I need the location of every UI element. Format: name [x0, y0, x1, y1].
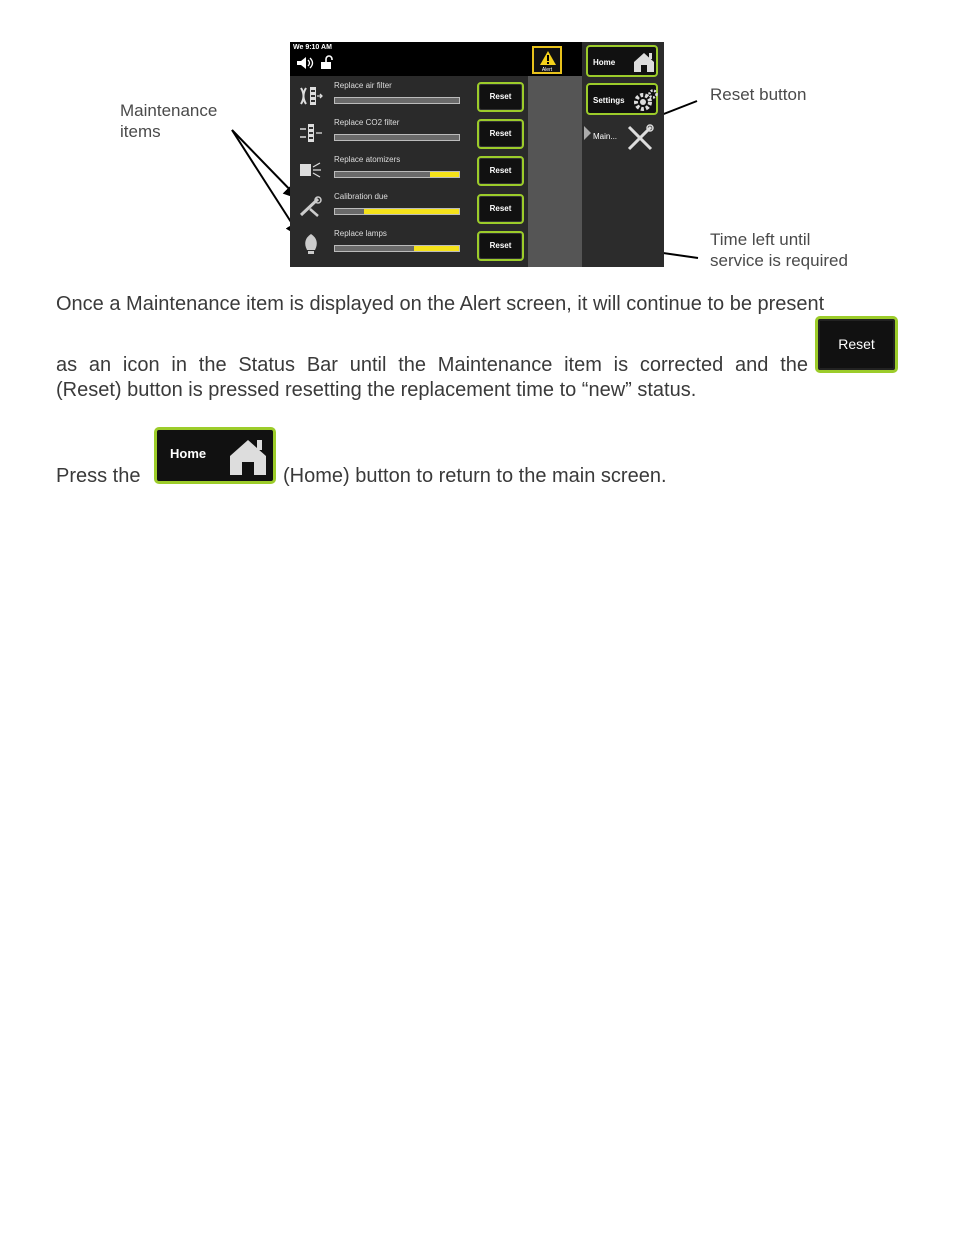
settings-button[interactable]: Settings	[586, 83, 658, 115]
reset-button[interactable]: Reset	[477, 82, 524, 112]
item-label: Calibration due	[334, 192, 388, 201]
maint-label: Main...	[593, 132, 618, 141]
maintenance-item: Replace air filter	[290, 78, 530, 115]
paragraph-line-1: Once a Maintenance item is displayed on …	[56, 293, 825, 315]
selected-indicator	[584, 126, 591, 140]
house-icon	[230, 440, 266, 475]
maintenance-item: Calibration due	[290, 189, 530, 226]
inline-reset-button: Reset	[815, 316, 898, 373]
atomizer-icon	[300, 162, 321, 178]
callout-reset-button: Reset button	[710, 85, 807, 104]
maintenance-item: Replace lamps	[290, 226, 530, 263]
settings-label: Settings	[593, 96, 625, 105]
reset-button[interactable]: Reset	[477, 119, 524, 149]
warning-icon	[540, 51, 556, 65]
tools-icon[interactable]	[626, 124, 654, 152]
item-label: Replace air filter	[334, 81, 392, 90]
side-nav: Home Settings Main...	[582, 42, 664, 267]
device-screen: We 9:10 AM Alert Replace air filter	[290, 42, 664, 267]
paragraph-line-2: as an icon in the Status Bar until the M…	[56, 354, 808, 376]
item-label: Replace lamps	[334, 229, 387, 238]
paragraph-line-3: (Reset) button is pressed resetting the …	[56, 379, 697, 401]
reset-button[interactable]: Reset	[477, 231, 524, 261]
status-bar: We 9:10 AM Alert	[290, 42, 580, 76]
co2-filter-icon	[300, 124, 322, 142]
list-scroll-area[interactable]	[528, 76, 582, 267]
unlock-icon[interactable]	[320, 55, 334, 70]
arrow-to-calibration-icon	[231, 129, 300, 200]
paragraph-2-start: Press the	[56, 465, 141, 487]
alert-button[interactable]: Alert	[532, 46, 562, 74]
air-filter-icon	[300, 87, 323, 105]
time-left-bar	[334, 134, 460, 141]
gear-icon	[634, 89, 658, 111]
maintenance-item: Replace CO2 filter	[290, 115, 530, 152]
time-left-fill	[363, 209, 459, 214]
alert-label: Alert	[541, 67, 553, 73]
speaker-icon[interactable]	[296, 56, 314, 70]
status-time: We 9:10 AM	[293, 44, 332, 51]
maintenance-item: Replace atomizers	[290, 152, 530, 189]
reset-button[interactable]: Reset	[477, 156, 524, 186]
home-label: Home	[593, 58, 616, 67]
time-left-bar	[334, 208, 460, 215]
lamp-icon	[305, 234, 317, 254]
time-left-fill	[430, 172, 459, 177]
arrow-to-lamp-icon	[231, 129, 302, 238]
house-icon	[634, 53, 654, 72]
time-left-bar	[334, 97, 460, 104]
inline-home-label: Home	[170, 446, 207, 461]
callout-maintenance-items: Maintenance items	[120, 101, 218, 141]
calibration-icon	[299, 196, 322, 217]
item-label: Replace CO2 filter	[334, 118, 400, 127]
time-left-bar	[334, 171, 460, 178]
callout-time-left: Time left until service is required	[710, 230, 848, 270]
time-left-bar	[334, 245, 460, 252]
item-label: Replace atomizers	[334, 155, 401, 164]
reset-button[interactable]: Reset	[477, 194, 524, 224]
home-button[interactable]: Home	[586, 45, 658, 77]
paragraph-2-end: (Home) button to return to the main scre…	[283, 465, 667, 487]
inline-home-button: Home	[154, 427, 276, 484]
time-left-fill	[414, 246, 459, 251]
